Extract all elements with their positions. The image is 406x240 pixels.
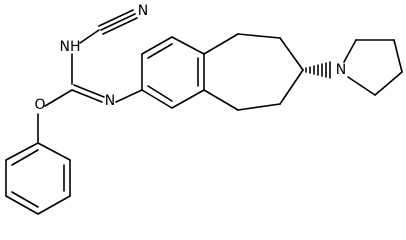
phenyl-inner-3 bbox=[11, 149, 39, 166]
benzo-bond-3 bbox=[171, 36, 205, 55]
cycloheptane-ring bbox=[203, 33, 304, 111]
amine-nh-label: NH bbox=[60, 39, 81, 55]
hashed-wedge-bond bbox=[305, 61, 331, 79]
pyrrolidine-n-label: N bbox=[336, 62, 346, 78]
ring7-bond-6 bbox=[203, 89, 239, 111]
benzo-bond-2 bbox=[141, 36, 173, 55]
phenyl-bond-1 bbox=[37, 142, 71, 161]
phenyl-inner-2 bbox=[11, 191, 39, 208]
bond-nimine-aryl bbox=[115, 89, 143, 103]
nitrile-group bbox=[79, 9, 138, 44]
benzo-bond-5 bbox=[171, 89, 205, 109]
bond-nh-c bbox=[79, 29, 100, 44]
bond-camidine-nimine-2 bbox=[73, 84, 105, 98]
phenyl-bond-6 bbox=[5, 142, 39, 161]
benzo-bond-6 bbox=[141, 89, 173, 109]
imine-n-label: N bbox=[105, 93, 115, 109]
ring7-bond-1 bbox=[203, 33, 239, 55]
bond-triple-3 bbox=[102, 17, 138, 35]
benzo-inner-3 bbox=[147, 85, 173, 102]
pyr-bond-1 bbox=[343, 39, 357, 63]
phenyl-bond-4 bbox=[5, 195, 39, 215]
benzo-ring bbox=[141, 36, 205, 109]
isourea-core bbox=[37, 53, 143, 144]
ring7-bond-2 bbox=[237, 33, 281, 39]
bond-triple-1 bbox=[98, 9, 134, 27]
bond-camidine-o bbox=[44, 89, 73, 107]
bond-camidine-nimine-1 bbox=[71, 89, 103, 103]
nitrile-n-label: N bbox=[138, 3, 148, 19]
pyr-bond-3 bbox=[393, 39, 403, 73]
ring7-bond-3 bbox=[279, 37, 304, 71]
pyrrolidine-ring bbox=[343, 39, 403, 96]
pyr-bond-5 bbox=[347, 76, 376, 96]
benzo-inner-1 bbox=[147, 43, 173, 59]
pyr-bond-4 bbox=[374, 71, 403, 96]
ring7-bond-5 bbox=[237, 103, 281, 111]
ether-o-label: O bbox=[34, 97, 45, 113]
chemical-structure: N NH O N N bbox=[5, 3, 403, 215]
phenyl-ring bbox=[5, 142, 71, 215]
ring7-bond-4 bbox=[279, 69, 304, 105]
phenyl-bond-3 bbox=[37, 195, 71, 215]
bond-triple-2 bbox=[100, 13, 136, 31]
atom-labels: N NH O N N bbox=[34, 3, 346, 113]
